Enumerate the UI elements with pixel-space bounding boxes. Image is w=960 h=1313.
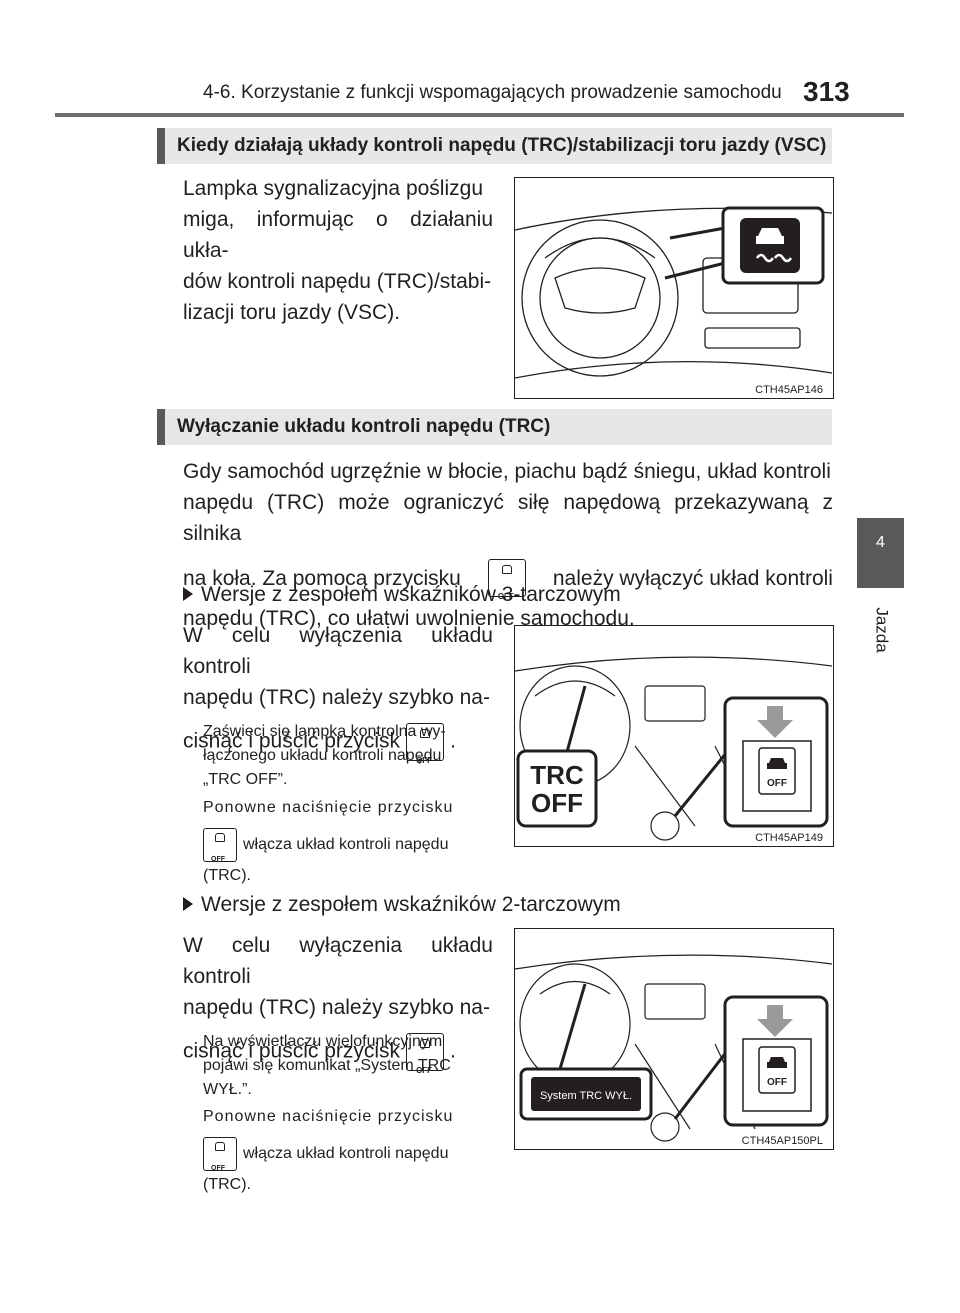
vsc-off-button-icon: OFF (203, 828, 237, 863)
section2-intro: Gdy samochód ugrzęźnie w błocie, piachu … (183, 456, 833, 634)
figure-2-dial-cluster: System TRC WYŁ. OFF CTH45AP150PL (514, 928, 834, 1150)
section1-paragraph: Lampka sygnalizacyjna poślizgu miga, inf… (183, 173, 493, 328)
page-number: 313 (803, 76, 850, 107)
text-fragment: należy wyłączyć układ kontroli (552, 566, 833, 590)
callout-text: TRC (530, 760, 584, 790)
bullet-arrow-icon (183, 897, 193, 911)
callout-text: OFF (531, 788, 583, 818)
text-line: napędu (TRC) należy szybko na- (183, 996, 490, 1019)
version1-note2-line3: (TRC). (203, 867, 251, 884)
display-message: System TRC WYŁ. (540, 1090, 632, 1102)
version2-text: W celu wyłączenia układu kontroli napędu… (183, 930, 493, 1075)
dashboard-illustration: TRC OFF OFF (514, 656, 833, 841)
version2-note2-line3: (TRC). (203, 1176, 251, 1193)
bullet-arrow-icon (183, 587, 193, 601)
version1-title: Wersje z zespołem wskaźników 3-tarczowym (183, 583, 621, 607)
version1-note2: Ponowne naciśnięcie przycisku (203, 799, 454, 816)
figure-code: CTH45AP149 (755, 832, 823, 844)
version2-title: Wersje z zespołem wskaźników 2-tarczowym (183, 893, 621, 917)
header-rule (55, 113, 904, 117)
version2-note1: Na wyświetlaczu wielofunkcyjnym pojawi s… (203, 1030, 493, 1102)
vsc-off-button-icon: OFF (203, 1137, 237, 1172)
figure-code: CTH45AP146 (755, 384, 823, 396)
off-label: OFF (767, 778, 787, 789)
text-line: miga, informując o działaniu ukła- (183, 208, 493, 262)
text-line: WYŁ.”. (203, 1081, 252, 1098)
section-heading-trc-off: Wyłączanie układu kontroli napędu (TRC) (157, 409, 832, 445)
text-line: W celu wyłączenia układu kontroli (183, 624, 493, 678)
text-line: „TRC OFF”. (203, 771, 288, 788)
section-heading-trc-vsc: Kiedy działają układy kontroli napędu (T… (157, 128, 832, 164)
text-line: napędu (TRC) należy szybko na- (183, 686, 490, 709)
text-line: Lampka sygnalizacyjna poślizgu (183, 177, 483, 200)
figure-slip-indicator: CTH45AP146 (514, 177, 834, 399)
text-line: napędu (TRC) może ograniczyć siłę napędo… (183, 491, 833, 545)
version2-note2: Ponowne naciśnięcie przycisku (203, 1108, 454, 1125)
slip-indicator-icon (740, 218, 800, 273)
text-line: W celu wyłączenia układu kontroli (183, 934, 493, 988)
text-line: łączonego układu kontroli napędu (203, 747, 442, 764)
trc-off-callout (516, 749, 598, 828)
text-line: napędu (TRC), co ułatwi uwolnienie samoc… (183, 607, 635, 630)
vsc-off-button-icon: OFF (487, 559, 526, 601)
text-fragment: na koła. Za pomocą przycisku (183, 566, 461, 590)
text-line-with-button: na koła. Za pomocą przycisku OFF należy … (183, 559, 833, 601)
vsc-off-button-icon: OFF (406, 723, 445, 765)
version1-note1: Zaświeci się lampka kontrolna wy- łączon… (203, 720, 493, 792)
chapter-tab-label-area: Jazda (857, 588, 904, 658)
text-line: Zaświeci się lampka kontrolna wy- (203, 723, 446, 740)
vsc-off-button-icon: OFF (406, 1033, 445, 1075)
chapter-tab-number: 4 (857, 518, 904, 588)
text-line: pojawi się komunikat „System TRC (203, 1057, 451, 1074)
text-line: Na wyświetlaczu wielofunkcyjnym (203, 1033, 443, 1050)
version1-text: W celu wyłączenia układu kontroli napędu… (183, 620, 493, 765)
chapter-tab-label: Jazda (872, 607, 892, 653)
text-line: lizacji toru jazdy (VSC). (183, 301, 401, 324)
figure-code: CTH45AP150PL (741, 1135, 823, 1147)
section-heading-text: Wyłączanie układu kontroli napędu (TRC) (177, 416, 551, 437)
dashboard-illustration (514, 206, 833, 379)
multi-info-display (531, 1077, 641, 1111)
text-line: Gdy samochód ugrzęźnie w błocie, piachu … (183, 460, 831, 483)
dashboard-illustration: System TRC WYŁ. OFF (514, 954, 833, 1142)
running-header: 4-6. Korzystanie z funkcji wspomagającyc… (203, 82, 782, 103)
off-label: OFF (767, 1077, 787, 1088)
text-line: dów kontroli napędu (TRC)/stabi- (183, 270, 492, 293)
figure-3-dial-cluster: TRC OFF OFF CTH45AP149 (514, 625, 834, 847)
section-heading-text: Kiedy działają układy kontroli napędu (T… (177, 135, 827, 156)
